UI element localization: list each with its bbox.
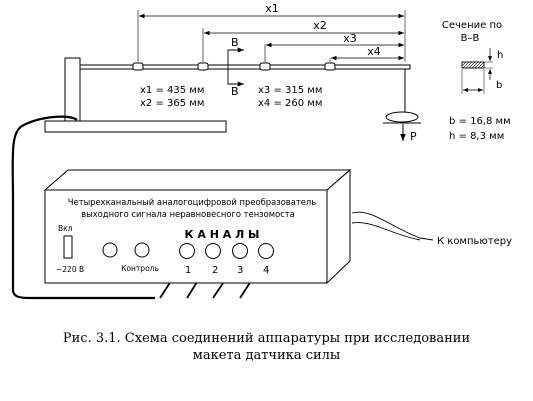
power-switch[interactable]: [63, 235, 73, 259]
strain-gauge: [132, 62, 144, 71]
channel-number-4: 4: [263, 265, 269, 276]
cantilever-beam: [79, 64, 411, 70]
computer-cable-2: [351, 222, 421, 241]
channel-number-1: 1: [185, 265, 191, 276]
computer-label: К компьютеру: [437, 236, 512, 247]
section-label-top: B: [231, 36, 239, 49]
channel-connector-4[interactable]: [258, 243, 274, 259]
control-label: Контроль: [121, 264, 159, 273]
beam-assembly: x1 x2 x3 x4 B B x1 = 435 мм x2 = 365 мм …: [44, 2, 421, 143]
load-label: P: [410, 130, 417, 143]
dimension-label-x1: x1: [265, 2, 279, 15]
converter-device: Четырехканальный аналогоцифровой преобра…: [43, 168, 352, 285]
section-title-bb: B–B: [461, 33, 480, 44]
position-x1: x1 = 435 мм: [140, 85, 204, 96]
channel-connector-2[interactable]: [205, 243, 221, 259]
device-side-face: [326, 168, 351, 285]
channels-label: К А Н А Л Ы: [185, 228, 260, 241]
strain-gauge: [324, 62, 336, 71]
dimension-label-x4: x4: [367, 45, 381, 58]
dimension-label-x3: x3: [343, 32, 357, 45]
load-weight: [385, 111, 419, 123]
cross-section: Сечение по B–B h b b = 16,8 мм h = 8,3 м…: [442, 20, 511, 142]
device-subtitle: выходного сигнала неравновесного тензомо…: [81, 209, 295, 219]
indicator-button[interactable]: [102, 242, 118, 258]
channel-number-3: 3: [237, 265, 243, 276]
sensor-cable: [11, 115, 155, 300]
computer-cable-1: [351, 211, 434, 241]
h-value: h = 8,3 мм: [449, 131, 504, 142]
power-label: Вкл: [58, 224, 73, 233]
channel-connector-1[interactable]: [179, 243, 195, 259]
strain-gauge: [259, 62, 271, 71]
b-label: b: [496, 80, 502, 91]
section-title: Сечение по: [442, 20, 502, 31]
position-x2: x2 = 365 мм: [140, 98, 204, 109]
section-profile: [461, 61, 485, 69]
figure-caption-line2: макета датчика силы: [192, 348, 341, 363]
h-label: h: [497, 50, 503, 61]
position-x4: x4 = 260 мм: [258, 98, 322, 109]
strain-gauge: [197, 62, 209, 71]
section-label-bottom: B: [231, 85, 239, 98]
voltage-label: ~220 В: [56, 265, 84, 274]
control-button[interactable]: [134, 242, 150, 258]
stand-column: [64, 57, 81, 122]
b-value: b = 16,8 мм: [449, 116, 511, 127]
figure-caption-line1: Рис. 3.1. Схема соединений аппаратуры пр…: [62, 331, 471, 346]
channel-number-2: 2: [212, 265, 218, 276]
dimension-label-x2: x2: [313, 19, 327, 32]
device-title: Четырехканальный аналогоцифровой преобра…: [68, 197, 316, 207]
device-top-face: [43, 169, 352, 191]
base-plate: [44, 120, 227, 133]
channel-connector-3[interactable]: [232, 243, 248, 259]
position-x3: x3 = 315 мм: [258, 85, 322, 96]
device-front-face: [44, 189, 328, 284]
